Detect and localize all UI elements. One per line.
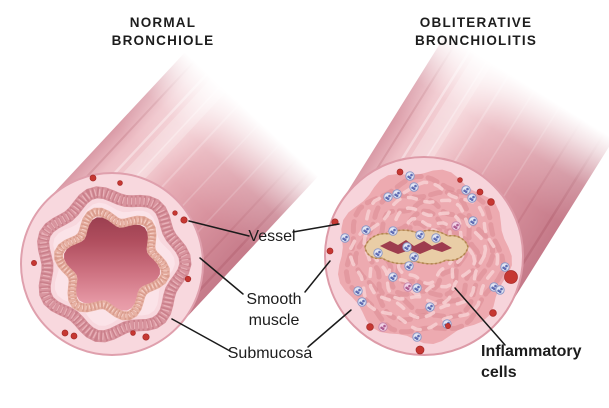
vessel-dots-diseased <box>326 168 518 355</box>
title-normal-bronchiole: NORMAL BRONCHIOLE <box>111 15 215 48</box>
label-smooth-muscle: Smooth muscle <box>246 291 302 329</box>
label-vessel: Vessel <box>248 228 296 245</box>
obliterative-bronchiolitis-illustration <box>324 33 609 356</box>
submucosa-pointer-left <box>171 318 231 352</box>
label-submucosa: Submucosa <box>227 345 313 362</box>
normal-bronchiole-cross-section <box>20 172 204 356</box>
vessel-dots-normal <box>31 174 192 341</box>
leader-lines <box>171 220 506 352</box>
submucosa-pointer-right <box>307 309 352 348</box>
inflammatory-cells-pointer <box>454 287 506 346</box>
narrowed-airway-slit <box>380 240 452 254</box>
normal-bronchiole-illustration <box>20 52 319 356</box>
smooth-muscle-pointer-right <box>304 260 331 293</box>
title-obliterative-bronchiolitis: OBLITERATIVE BRONCHIOLITIS <box>414 15 538 48</box>
diseased-bronchiole-cross-section <box>324 156 524 356</box>
label-inflammatory-cells: Inflammatory cells <box>481 343 582 381</box>
vessel-pointer-left <box>188 220 250 237</box>
smooth-muscle-pointer-left <box>199 257 244 295</box>
vessel-pointer-right <box>292 223 340 233</box>
inflammatory-cells-cluster <box>340 171 510 342</box>
